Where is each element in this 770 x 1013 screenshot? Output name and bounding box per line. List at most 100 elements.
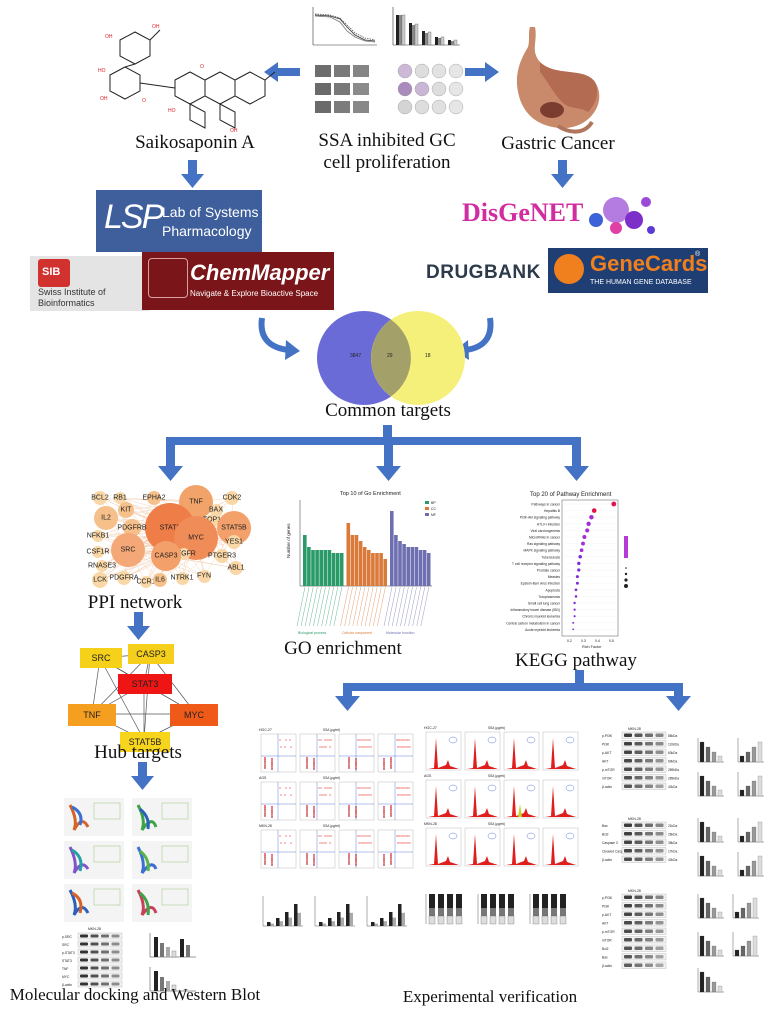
flow-dot [355,810,357,812]
flow-dot [325,794,327,796]
kegg-dot [572,628,575,631]
venn-left-count: 3847 [350,353,361,359]
dock-wb-row-label: TNF [62,967,68,971]
ppi-node [178,548,190,560]
go-bar [394,535,398,586]
wb-bar [699,935,705,957]
cycle-stacked-bar [559,915,567,925]
wb-bar [739,789,745,797]
flow-dot [355,768,357,770]
ppi-node-label: PDGFRB [117,524,147,532]
flow-plot [299,733,336,773]
wb-apoptosis-band [645,857,653,861]
flow-bar [340,917,344,926]
svg-text:O: O [200,64,204,70]
wb-pathway-lane-box [621,757,667,765]
go-legend-swatch [425,513,429,516]
dock-wb-band [101,966,109,970]
dock-wb-band [80,942,88,946]
wb-bar [752,897,758,919]
colony-plates [397,63,464,115]
flow-cellline-label: HGC-27 [259,728,272,732]
flow-bar [331,921,335,926]
flow-dot [306,759,308,761]
flow-dot [409,794,411,796]
flow-dot [406,787,408,789]
wb-inhibitor-band [645,921,653,925]
flow-dot [407,794,409,796]
wb-pathway-band [645,759,653,763]
flow-dot [355,862,357,864]
wb-apoptosis-band [634,840,643,844]
arrow-down-right [551,160,574,188]
dock-wb-header: MKN-28 [88,927,101,931]
dock-wb-band [111,974,120,978]
wb-pathway-row-label: p-AKT [602,751,611,755]
flow-dot [328,739,330,741]
cycle-gate [448,784,458,792]
flow-dot [271,760,273,762]
wb-pathway-band [655,750,664,754]
flow-dot [319,794,321,796]
flow-dot [320,739,322,741]
flow-dot [279,739,281,741]
flow-dot [383,808,385,810]
dock-wb-band [90,934,99,938]
cycle-stacked-bar [542,908,548,916]
flow-dot [313,760,315,762]
wb-bar [711,785,717,797]
go-tick-label [317,586,326,627]
go-bar [350,535,355,586]
go-bar [390,511,394,586]
ppi-node [92,546,104,558]
flow-dot [383,814,385,816]
flow-dot [306,857,308,859]
wb-pathway-lane-box [621,748,667,756]
flow-bar [380,918,384,926]
ppi-node-label: SRC [120,546,136,554]
flow-dot [369,835,371,837]
wb-apoptosis-row-label: Cleaved Caspase 3 [602,850,631,854]
flow-dot [399,842,401,844]
flow-dot [390,809,392,811]
wb-apoptosis-band [645,823,653,827]
wb-inhibitor-row-label: p-AKT [602,913,611,917]
flow-dot [390,857,392,859]
flow-dot [390,759,392,761]
drugbank-logo: DRUGBANK [426,262,548,286]
go-bar [303,535,307,586]
ppi-node-label: ABL1 [227,564,245,572]
go-bar [367,550,371,586]
kegg-dot [573,608,576,611]
cycle-stacked-bar [490,908,496,916]
flow-dot [369,787,371,789]
flow-dot [313,768,315,770]
caption-experimental: Experimental verification [402,987,578,1006]
flow-bar [337,912,341,926]
flow-dot [279,835,281,837]
flow-dot [383,766,385,768]
wb-inhibitor-lane-box [621,936,667,944]
wb-bar [705,902,711,919]
wb-inhibitor-band [624,921,632,925]
wb-pathway-band [624,742,632,746]
flow-dot [330,835,332,837]
cycle-gate [526,736,536,744]
flow-cellline-label: AGS [259,776,267,780]
flow-dot [383,758,385,760]
flow-ssa-label: SSA (μg/ml) [323,824,340,828]
cycle-cellline-label: HGC-27 [424,726,437,730]
flow-dot [404,787,406,789]
flow-dot [328,835,330,837]
flow-dot [355,766,357,768]
dock-wb-lane-box [77,940,123,948]
go-tick-label [377,586,386,627]
flow-dot [271,808,273,810]
kegg-pathway-label: Apoptosis [546,588,561,592]
ppi-node-label: BAX [208,506,224,514]
cycle-gate [448,832,458,840]
go-tick-label [360,586,370,627]
flow-dot [313,862,315,864]
flow-plot [377,781,414,821]
flow-dot [324,739,326,741]
